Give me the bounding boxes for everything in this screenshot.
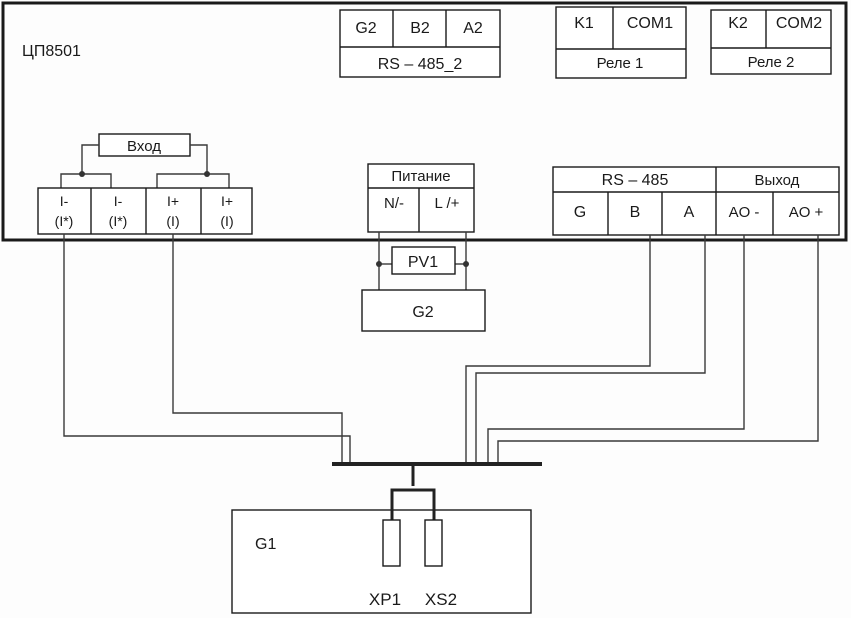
- input-terminal-4-top: I+: [221, 193, 233, 209]
- relay2-block: K2 COM2 Реле 2: [710, 9, 832, 75]
- output-title: Выход: [755, 172, 800, 189]
- input-terminal-3-top: I+: [167, 193, 179, 209]
- rs485-terminal-b: B: [630, 204, 641, 221]
- output-terminal-ao-minus: AO -: [729, 204, 760, 221]
- relay1-block: K1 COM1 Реле 1: [555, 6, 687, 79]
- relay2-terminal-k2: K2: [728, 15, 748, 32]
- rs485-output-block: RS – 485 Выход G B A AO - AO +: [552, 166, 840, 236]
- pv1-g2-assembly: PV1 G2: [361, 232, 486, 332]
- xp1-connector: [382, 519, 401, 567]
- rs485-2-terminal-a2: A2: [463, 20, 483, 37]
- rs485-2-title: RS – 485_2: [378, 56, 463, 73]
- power-terminal-l: L /+: [435, 195, 460, 212]
- input-terminal-3-bottom: (I): [166, 213, 179, 229]
- g2-box: [361, 289, 486, 332]
- xs2-connector: [424, 519, 443, 567]
- rs485-terminal-a: A: [684, 204, 695, 221]
- device-name: ЦП8501: [22, 43, 81, 60]
- input-terminal-2-bottom: (I*): [109, 213, 128, 229]
- input-title: Вход: [127, 138, 161, 155]
- rs485-title: RS – 485: [602, 172, 669, 189]
- input-block: Вход I- (I*) I- (I*) I+ (I) I+ (I): [37, 133, 253, 235]
- relay1-terminal-com1: COM1: [627, 15, 673, 32]
- g1-box: [231, 509, 532, 614]
- output-terminal-ao-plus: AO +: [789, 204, 824, 221]
- rs485-2-terminal-g2: G2: [355, 20, 376, 37]
- input-terminal-1-bottom: (I*): [55, 213, 74, 229]
- power-title: Питание: [391, 168, 450, 185]
- g1-label: G1: [255, 536, 276, 553]
- input-terminal-4-bottom: (I): [220, 213, 233, 229]
- xp1-label: XP1: [369, 590, 401, 609]
- relay1-title: Реле 1: [597, 55, 644, 72]
- input-terminal-2-top: I-: [114, 193, 123, 209]
- relay1-terminal-k1: K1: [574, 15, 594, 32]
- power-terminal-n: N/-: [384, 195, 404, 212]
- g2-label: G2: [412, 304, 433, 321]
- relay2-title: Реле 2: [748, 54, 795, 71]
- signal-wires: [63, 234, 819, 463]
- device-body: [1, 1, 848, 242]
- relay2-terminal-com2: COM2: [776, 15, 822, 32]
- pv1-box: [391, 246, 456, 275]
- power-block: Питание N/- L /+: [367, 163, 475, 233]
- xs2-label: XS2: [425, 590, 457, 609]
- g1-assembly: G1 XP1 XS2: [231, 464, 532, 614]
- pv1-label: PV1: [408, 254, 438, 271]
- rs485-2-terminal-b2: B2: [410, 20, 430, 37]
- rs485-2-block: G2 B2 A2 RS – 485_2: [339, 9, 501, 78]
- connector-cable: [390, 464, 436, 520]
- rs485-terminal-g: G: [574, 204, 586, 221]
- input-terminal-1-top: I-: [60, 193, 69, 209]
